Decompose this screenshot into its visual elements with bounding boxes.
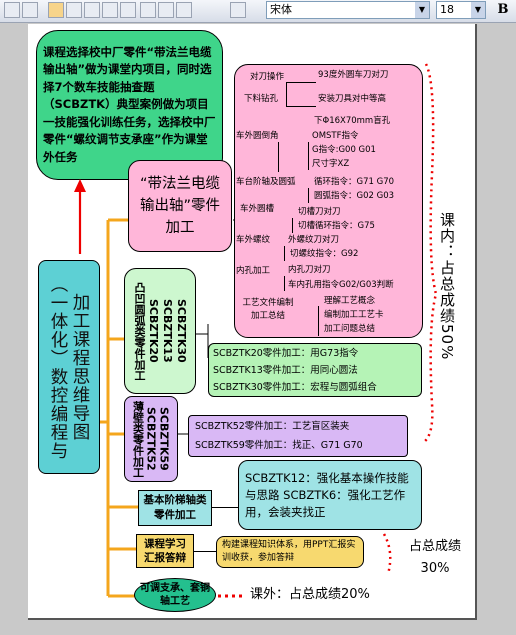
branch2-code: SCBZTK20 [147, 299, 160, 363]
branch4-text: SCBZTK12：强化基本操作技能与思路 SCBZTK6：强化工艺作用，会装夹找… [245, 470, 409, 519]
group-item: 对刀操作 [250, 72, 285, 82]
outer-score-note: 课外：占总成绩20% [250, 587, 370, 602]
save-icon[interactable] [230, 2, 246, 18]
branch2-item: SCBZTK13零件加工：用同心圆法 [213, 364, 358, 376]
branch3-item: SCBZTK59零件加工：找正、G71 G70 [195, 440, 363, 451]
group-item: 安装刀具对中等高 [318, 94, 387, 104]
branch3-item: SCBZTK52零件加工：工艺盲区装夹 [195, 421, 350, 432]
outdent-icon[interactable] [176, 2, 192, 18]
group-item: OMSTF指令 [312, 131, 359, 141]
report-bracket [382, 533, 392, 575]
font-size-select[interactable]: 18 ▼ [436, 1, 486, 19]
central-title-box: （一体化）数控编程与加工课程思维导图 [38, 260, 100, 474]
numbered-list-icon[interactable] [158, 2, 174, 18]
font-name-select[interactable]: 宋体 ▼ [266, 1, 430, 19]
branch2-code: SCBZTK30 [175, 299, 188, 363]
list-icon[interactable] [120, 2, 136, 18]
group-item: 编制加工工艺卡 [324, 310, 384, 320]
group-name: 工艺文件编制加工总结 [242, 298, 294, 321]
report-score-note: 占总成绩30% [408, 539, 461, 576]
group-name: 车外圆倒角 [236, 131, 279, 141]
chevron-down-icon[interactable]: ▼ [471, 2, 485, 18]
indent-icon[interactable] [102, 2, 118, 18]
top-project-box: 课程选择校中厂零件“带法兰电缆输出轴”做为课堂内项目，同时选择7个数车技能抽查题… [36, 30, 223, 180]
group-item: 93度外圆车刀对刀 [318, 70, 389, 80]
bullet-list-icon[interactable] [140, 2, 156, 18]
branch2-item: SCBZTK20零件加工：用G73指令 [213, 347, 359, 359]
branch3-code: SCBZTK52 [144, 407, 158, 471]
align-right-icon[interactable] [66, 2, 82, 18]
align-distribute-icon[interactable] [84, 2, 100, 18]
branch4-details: SCBZTK12：强化基本操作技能与思路 SCBZTK6：强化工艺作用，会装夹找… [238, 460, 422, 530]
mindmap-connectors [74, 63, 438, 598]
group-item: 车内孔用指令G02/G03判断 [288, 280, 394, 290]
align-justify-icon[interactable] [48, 2, 64, 18]
group-name: 车台阶轴及圆弧 [236, 177, 296, 187]
branch5-label: 课程学习汇报答辩 [144, 538, 186, 564]
group-item: 切槽刀对刀 [298, 207, 341, 217]
group-name: 车外螺纹 [236, 235, 271, 245]
align-left-icon[interactable] [4, 2, 20, 18]
branch2-code: SCBZTK13 [161, 299, 174, 363]
mindmap-sheet: 课程选择校中厂零件“带法兰电缆输出轴”做为课堂内项目，同时选择7个数车技能抽查题… [28, 24, 477, 620]
group-item: 加工问题总结 [324, 324, 376, 334]
branch4-box: 基本阶梯轴类零件加工 [138, 490, 212, 526]
group-name: 车外圆槽 [240, 204, 275, 214]
branch3-code: SCBZTK59 [157, 407, 171, 471]
group-item: 下Φ16X70mm盲孔 [314, 116, 391, 126]
bold-button[interactable]: B [497, 2, 509, 17]
branch6-box: 可调支承、套铜轴工艺 [134, 578, 216, 612]
branch2-item: SCBZTK30零件加工：宏程与圆弧组合 [213, 381, 377, 393]
inner-score-note: 课内：占总成绩50% [438, 212, 456, 361]
central-title-text: （一体化）数控编程与加工课程思维导图 [48, 274, 90, 460]
group-name: 下料钻孔 [244, 94, 279, 104]
branch2-box: 凸凹圆弧类零件加工 SCBZTK20 SCBZTK13 SCBZTK30 [124, 268, 196, 394]
chevron-down-icon[interactable]: ▼ [415, 2, 429, 18]
branch1-details-panel [234, 64, 423, 338]
branch5-text: 构建课程知识体系，用PPT汇报实训收获，参加答辩 [222, 540, 356, 563]
font-size-value: 18 [440, 3, 454, 16]
branch3-label: 薄壁类零件加工 [131, 400, 145, 478]
branch6-label: 可调支承、套铜轴工艺 [140, 583, 210, 607]
branch2-label: 凸凹圆弧类零件加工 [133, 281, 146, 381]
toolbar: 宋体 ▼ 18 ▼ B [0, 0, 516, 23]
group-item: G指令:G00 G01 [312, 145, 376, 155]
branch4-label: 基本阶梯轴类零件加工 [143, 494, 207, 521]
group-name: 内孔加工 [236, 266, 271, 276]
group-item: 圆弧指令：G02 G03 [314, 191, 395, 201]
group-item: 切螺纹指令：G92 [290, 249, 359, 259]
group-item: 外螺纹刀对刀 [288, 235, 340, 245]
branch3-box: 薄壁类零件加工 SCBZTK52 SCBZTK59 [124, 396, 178, 482]
branch1-box: “带法兰电缆输出轴”零件加工 [128, 160, 232, 252]
top-project-text: 课程选择校中厂零件“带法兰电缆输出轴”做为课堂内项目，同时选择7个数车技能抽查题… [43, 44, 216, 164]
branch3-details: SCBZTK52零件加工：工艺盲区装夹 SCBZTK59零件加工：找正、G71 … [188, 415, 408, 457]
group-item: 理解工艺概念 [324, 296, 376, 306]
branch2-details: SCBZTK20零件加工：用G73指令 SCBZTK13零件加工：用同心圆法 S… [208, 343, 422, 397]
branch5-details: 构建课程知识体系，用PPT汇报实训收获，参加答辩 [216, 536, 364, 568]
group-item: 尺寸字XZ [312, 159, 350, 169]
branch1-label: “带法兰电缆输出轴”零件加工 [139, 176, 220, 236]
arrow-up-icon [74, 179, 86, 192]
group-item: 切槽循环指令：G75 [298, 221, 375, 231]
group-item: 内孔刀对刀 [288, 265, 331, 275]
align-center-icon[interactable] [22, 2, 38, 18]
group-item: 循环指令：G71 G70 [314, 177, 395, 187]
inner-bracket [423, 63, 438, 443]
font-name-value: 宋体 [270, 3, 292, 16]
branch5-box: 课程学习汇报答辩 [136, 534, 194, 568]
